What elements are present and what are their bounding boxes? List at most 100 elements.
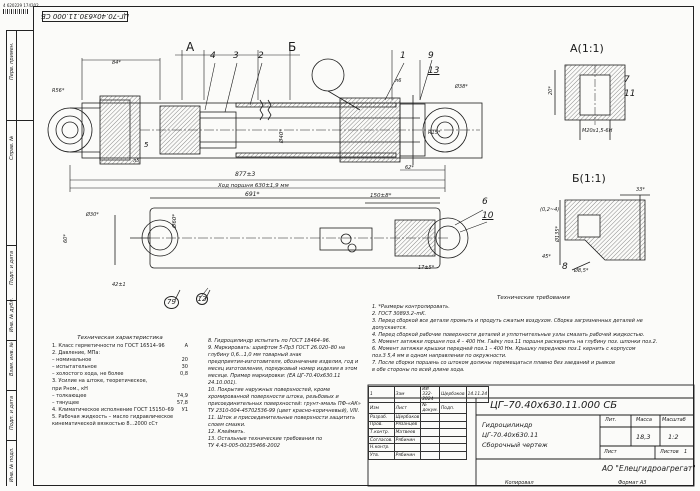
dim-45: 45* bbox=[542, 254, 551, 260]
note-line: слоем смазки. bbox=[208, 422, 246, 428]
dimensions-top bbox=[69, 50, 446, 192]
dim-d60: Ø60* bbox=[172, 213, 178, 228]
dim-r5: л6 bbox=[395, 78, 402, 84]
side-strip bbox=[6, 30, 34, 486]
change-doc: ИИ 332-2024 bbox=[420, 386, 440, 403]
tb-cell-role: Н.контр. bbox=[368, 443, 395, 452]
tb-lit-label: Лит. bbox=[605, 417, 617, 423]
tb-cell-name: Рябинин bbox=[393, 450, 422, 460]
note-line: месяце. Пример маркировки: (ЕА ЦГ-70.40х… bbox=[208, 373, 341, 386]
barcode-code: 4 620229 174202 bbox=[3, 3, 39, 8]
dim-stroke: Ход поршня 630±1,9 мм bbox=[218, 183, 289, 189]
note-line: хромированной поверхности штока, резьбов… bbox=[208, 394, 339, 400]
tb-cell-date bbox=[438, 428, 467, 437]
pos-9: 9 bbox=[428, 51, 434, 61]
tb-cell-date bbox=[438, 450, 467, 460]
tb-cell-name: Матвеев bbox=[393, 428, 422, 437]
requirement-line: в обе стороны по всей длине хода. bbox=[372, 367, 465, 373]
change-zam: Зам bbox=[393, 386, 422, 403]
pos-3: 3 bbox=[233, 51, 239, 61]
view-a bbox=[554, 64, 626, 140]
leader-lines bbox=[199, 59, 488, 299]
tb-cell-sign bbox=[420, 450, 440, 460]
tb-cell-name: Рязанцев bbox=[393, 420, 422, 430]
change-sign: Щербаков bbox=[438, 386, 467, 403]
pos-11: 11 bbox=[624, 89, 636, 99]
tech-char-row: кинематической вязкостью 8...2000 сСт bbox=[52, 421, 188, 428]
tb-cell-role: Пров. bbox=[368, 420, 395, 430]
note-line: месяц изготовления, порядковый номер изд… bbox=[208, 366, 358, 372]
pos-2: 2 bbox=[258, 51, 264, 61]
tb-sheets-label: Листов bbox=[660, 449, 679, 455]
cylinder-side-view bbox=[114, 197, 469, 301]
dim-b135: Ø135* bbox=[555, 226, 561, 242]
note-line: 12. Клеймить. bbox=[208, 429, 246, 435]
tech-char-label: – холостого хода, не более bbox=[52, 371, 124, 378]
tech-char-label: 5. Рабочая жидкость – масло гидравлическ… bbox=[52, 413, 174, 420]
tech-char-row: 3. Усилие на штоке, теоретическое, bbox=[52, 378, 188, 385]
tech-char-label: 4. Климатическое исполнение ГОСТ 15150–6… bbox=[52, 406, 174, 413]
dim-175: 17±5* bbox=[418, 265, 435, 271]
tech-char-value: 30 bbox=[181, 364, 188, 371]
dim-33: 33* bbox=[636, 187, 645, 193]
tech-char-value: 20 bbox=[181, 357, 188, 364]
notes-middle: 8. Гидроцилиндр испытать по ГОСТ 18464–9… bbox=[208, 338, 368, 450]
note-line: ТУ 2310-004-45702536-99 (цвет красно-кор… bbox=[208, 408, 360, 414]
tb-cell-sign bbox=[420, 413, 440, 422]
pos-8: 8 bbox=[562, 262, 568, 272]
tech-requirements: Технические требования 1. *Размеры контр… bbox=[372, 295, 692, 374]
tech-char-label: – толкающее bbox=[52, 392, 87, 399]
note-line: 9. Маркировать: шрифтом 5-Пр3 ГОСТ 26.02… bbox=[208, 345, 345, 351]
dim-60: 60* bbox=[63, 234, 69, 243]
tb-sheets: 1 bbox=[684, 449, 688, 455]
tech-char-label: 2. Давление, МПа: bbox=[52, 350, 101, 357]
tech-char-label: при Рном., кН bbox=[52, 385, 88, 392]
tb-designation: ЦГ–70.40х630.11.000 СБ bbox=[490, 400, 618, 411]
dim-84: 84* bbox=[112, 60, 121, 66]
dim-20: 20* bbox=[548, 86, 554, 95]
tech-req-title: Технические требования bbox=[497, 295, 570, 301]
dim-m20: М20х1,5-6Н bbox=[582, 128, 613, 134]
change-n: 1 bbox=[368, 386, 395, 403]
tb-cell-role: Утв. bbox=[368, 450, 395, 460]
tb-row: Т.контр.Матвеев bbox=[368, 428, 489, 437]
tech-char-label: – испытательное bbox=[52, 364, 97, 371]
tb-row: Утв.Рябинин bbox=[368, 450, 489, 460]
mark-r9: 79 bbox=[164, 296, 179, 309]
tb-cell-role: Разраб. bbox=[368, 413, 395, 422]
tech-char-title: Техническая характеристика bbox=[77, 335, 163, 341]
tb-cell-sign bbox=[420, 435, 440, 445]
requirement-line: 4. Перед сборкой рабочие поверхности дет… bbox=[372, 332, 645, 338]
dim-62: 62* bbox=[405, 165, 414, 171]
tb-sheet-label: Лист bbox=[604, 449, 617, 455]
tb-copied: Копировал bbox=[505, 480, 534, 486]
tech-char-label: 3. Усилие на штоке, теоретическое, bbox=[52, 378, 148, 385]
tech-char-row: – испытательное 30 bbox=[52, 364, 188, 371]
tech-char-value: 57,8 bbox=[176, 399, 188, 406]
cylinder-section-top bbox=[47, 58, 483, 165]
dim-42: 42±1 bbox=[112, 282, 126, 288]
note-line: предприятия-изготовителя, обозначение из… bbox=[208, 359, 359, 365]
requirement-line: допускается. bbox=[372, 325, 407, 331]
pos-1: 1 bbox=[400, 51, 406, 61]
requirement-line: поз.3 5,4 мм в одном направлении по окру… bbox=[372, 353, 507, 359]
view-b-title: Б(1:1) bbox=[572, 172, 606, 185]
dim-gap: (0,2~4) bbox=[540, 207, 560, 213]
section-b-letter: Б bbox=[288, 40, 297, 54]
tb-cell-name: Щербаков bbox=[393, 413, 422, 422]
dim-r15: R15* bbox=[428, 130, 441, 136]
tb-cell-date bbox=[438, 435, 467, 445]
change-date: 14.11.24 bbox=[465, 386, 490, 403]
tb-cell-name: Лист bbox=[393, 402, 422, 414]
dim-691: 691* bbox=[245, 191, 260, 198]
tech-char-label: 1. Класс герметичности по ГОСТ 16514–96 bbox=[52, 343, 165, 349]
dim-l5: л5 bbox=[133, 158, 140, 164]
pos-4: 4 bbox=[210, 51, 216, 61]
tech-char-value: 0,8 bbox=[180, 371, 188, 378]
pos-12: 12 bbox=[196, 293, 208, 305]
note-line: присоединительных поверхностей: грунт-эм… bbox=[208, 401, 361, 407]
note-line: 11. Шток и присоединительные поверхности… bbox=[208, 415, 356, 421]
